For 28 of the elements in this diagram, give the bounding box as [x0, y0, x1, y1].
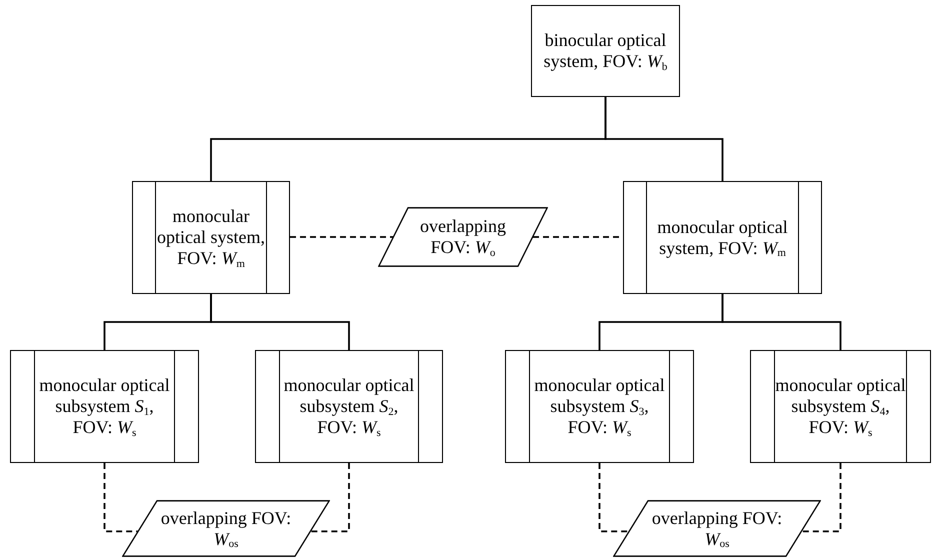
node-label: monocular optical subsystem S$_{2}$, FOV: W$_{s}$ [282, 375, 416, 438]
subprocess-box [10, 350, 199, 463]
connector-line [210, 294, 350, 350]
connector-line [722, 294, 842, 350]
subprocess-box [623, 181, 822, 294]
parallelogram [613, 500, 821, 557]
node-label: monocular optical subsystem S$_{1}$, FOV: W$_{s}$ [38, 375, 171, 438]
node-label: monocular optical system, FOV: W$_{m}$ [656, 216, 789, 258]
subprocess-box [132, 181, 290, 294]
subprocess-box [505, 350, 694, 463]
dashed-connector [802, 463, 842, 532]
node-label: monocular optical subsystem S$_{4}$, FOV: W$_{s}$ [774, 375, 907, 438]
dashed-connector [598, 463, 629, 532]
node-label: binocular optical system, FOV: W$_{b}$ [542, 30, 668, 72]
parallelogram [122, 500, 330, 557]
dashed-connector [290, 236, 393, 238]
node-label: overlapping FOV: W$_{os}$ [650, 508, 784, 550]
subprocess-box [750, 350, 931, 463]
node-label: overlapping FOV: W$_{os}$ [160, 508, 292, 550]
process-box [531, 5, 680, 97]
dashed-connector [104, 463, 138, 532]
dashed-connector [310, 463, 350, 532]
node-label: monocular optical subsystem S$_{3}$, FOV: W$_{s}$ [533, 375, 666, 438]
subprocess-box [255, 350, 443, 463]
parallelogram [378, 207, 548, 267]
node-label: overlapping FOV: W$_{o}$ [419, 216, 507, 258]
connector-line [604, 97, 724, 181]
node-label: monocular optical system, FOV: W$_{m}$ [156, 206, 266, 269]
